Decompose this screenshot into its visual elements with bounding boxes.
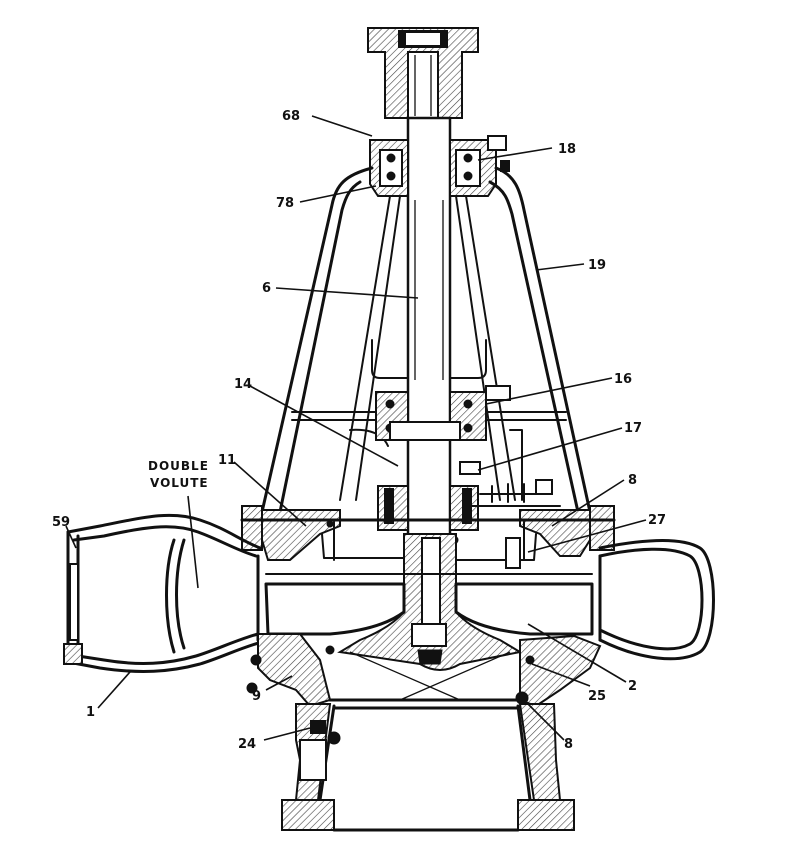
leader-8b: [523, 699, 565, 741]
callout-25: 25: [588, 689, 606, 704]
callout-11: 11: [218, 453, 236, 468]
callout-27: 27: [648, 513, 666, 528]
leader-lines: [65, 115, 647, 741]
upper-bearing-housing: [369, 135, 510, 197]
leader-19: [535, 263, 585, 271]
callout-19: 19: [588, 258, 606, 273]
note-line-2: VOLUTE: [150, 476, 209, 490]
leader-18: [477, 147, 553, 161]
callout-78: 78: [276, 196, 294, 211]
lower-bearing: [375, 385, 511, 441]
coupling: [367, 27, 479, 119]
leader-78: [299, 185, 377, 203]
impeller: [264, 533, 594, 701]
callout-17: 17: [624, 421, 642, 436]
leader-25: [531, 663, 591, 687]
leader-24: [263, 727, 311, 741]
callout-1: 1: [86, 705, 95, 720]
callout-18: 18: [558, 142, 576, 157]
leader-1: [97, 671, 131, 709]
leader-27: [527, 519, 647, 553]
callouts: 68 18 78 19 6 14 16 17 11 8 59 27 9 25 2…: [52, 109, 666, 752]
leader-8a: [551, 479, 625, 527]
callout-16: 16: [614, 372, 632, 387]
leader-16: [485, 377, 613, 405]
callout-9: 9: [252, 689, 261, 704]
leader-9: [265, 675, 293, 691]
leader-2: [527, 623, 627, 683]
callout-59: 59: [52, 515, 70, 530]
note-line-1: DOUBLE: [148, 459, 209, 473]
leader-14: [249, 385, 399, 467]
leader-11: [233, 461, 307, 527]
callout-2: 2: [628, 679, 637, 694]
callout-24: 24: [238, 737, 256, 752]
shaft: [406, 116, 452, 540]
callout-6: 6: [262, 281, 271, 296]
callout-68: 68: [282, 109, 300, 124]
callout-14: 14: [234, 377, 252, 392]
leader-6: [275, 287, 419, 299]
leader-double-volute: [187, 495, 199, 589]
bearing-frame: [260, 166, 592, 514]
callout-8b: 8: [564, 737, 573, 752]
suction-bowl: [246, 633, 602, 832]
callout-8a: 8: [628, 473, 637, 488]
double-volute-note: DOUBLE VOLUTE: [148, 459, 209, 490]
leader-59: [65, 525, 77, 549]
leader-17: [477, 427, 623, 471]
volute-casing: [63, 513, 715, 673]
leader-68: [311, 115, 373, 137]
